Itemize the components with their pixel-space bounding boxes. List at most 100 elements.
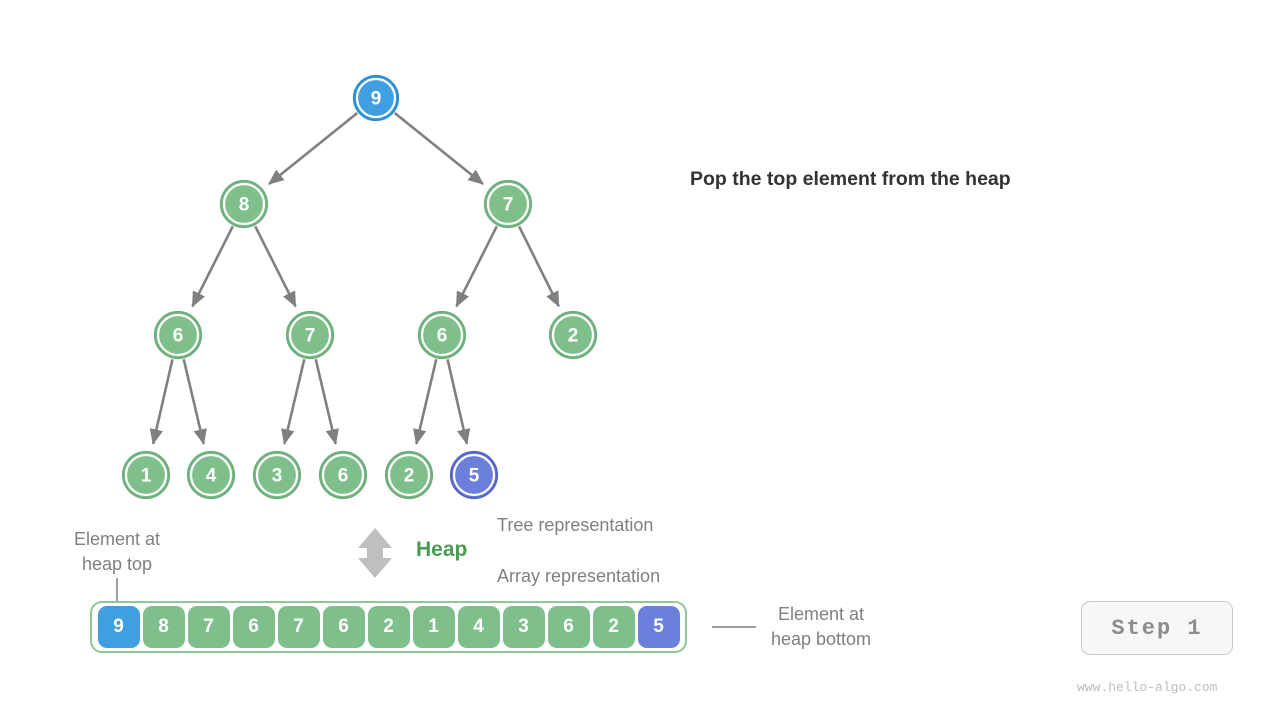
array-cell-value: 6 [248, 616, 259, 637]
tree-node-value: 3 [272, 466, 283, 487]
tree-node-inner-ring [222, 182, 266, 226]
tree-node-circle [449, 450, 499, 500]
tree-node[interactable]: 1 [121, 450, 171, 500]
tree-edge [268, 112, 359, 185]
array-cell[interactable]: 7 [277, 606, 320, 648]
tree-node-inner-ring [321, 453, 365, 497]
array-cell[interactable]: 1 [412, 606, 455, 648]
tree-node-value: 7 [305, 326, 316, 347]
array-cell[interactable]: 4 [457, 606, 500, 648]
tree-node-circle [318, 450, 368, 500]
tree-edge [254, 225, 297, 308]
tree-node-value: 2 [568, 326, 579, 347]
tree-node-value: 9 [371, 89, 382, 110]
tree-node-circle [121, 450, 171, 500]
array-representation-label: Array representation [497, 566, 661, 586]
tree-edge [455, 225, 498, 308]
array-cell-value: 3 [518, 616, 529, 637]
tree-edge [393, 112, 484, 185]
tree-node-value: 6 [338, 466, 349, 487]
heap-bottom-label-line1: Element at [777, 604, 865, 624]
array-cell-value: 2 [608, 616, 619, 637]
tree-node-circle [548, 310, 598, 360]
array-cell-value: 6 [563, 616, 574, 637]
tree-edge [182, 359, 207, 445]
heap-bottom-connector-line [712, 626, 756, 628]
tree-edge [446, 359, 471, 445]
tree-node[interactable]: 9 [352, 74, 400, 122]
tree-node[interactable]: 6 [318, 450, 368, 500]
tree-node-inner-ring [255, 453, 299, 497]
tree-edge [149, 359, 174, 445]
tree-edge [517, 225, 560, 308]
tree-edge [314, 359, 339, 445]
tree-node-inner-ring [420, 313, 464, 357]
tree-node-circle [285, 310, 335, 360]
array-cell[interactable]: 3 [502, 606, 545, 648]
tree-node-inner-ring [124, 453, 168, 497]
array-cell[interactable]: 7 [187, 606, 230, 648]
tree-node-value: 5 [469, 466, 480, 487]
tree-node-inner-ring [486, 182, 530, 226]
tree-edges [149, 112, 560, 445]
array-cell[interactable]: 6 [232, 606, 275, 648]
tree-node[interactable]: 2 [548, 310, 598, 360]
tree-node-inner-ring [452, 453, 496, 497]
array-cell-value: 8 [158, 616, 169, 637]
tree-node-circle [352, 74, 400, 122]
tree-representation-label: Tree representation [497, 515, 654, 535]
tree-node-value: 7 [503, 195, 514, 216]
tree-node[interactable]: 6 [153, 310, 203, 360]
tree-node[interactable]: 8 [219, 179, 269, 229]
array-cell-value: 7 [203, 616, 214, 637]
heap-top-connector-line [116, 578, 118, 606]
array-cell[interactable]: 6 [547, 606, 590, 648]
step-badge: Step 1 [1081, 601, 1233, 655]
array-cell[interactable]: 5 [637, 606, 680, 648]
array-cell[interactable]: 9 [97, 606, 140, 648]
tree-node[interactable]: 2 [384, 450, 434, 500]
tree-node-circle [252, 450, 302, 500]
heap-top-label-line1: Element at [73, 529, 161, 549]
heap-top-label: Element at heap top [52, 527, 182, 577]
tree-node[interactable]: 6 [417, 310, 467, 360]
tree-node-circle [483, 179, 533, 229]
array-cell-value: 9 [113, 616, 124, 637]
tree-node-circle [186, 450, 236, 500]
heap-top-label-line2: heap top [81, 554, 153, 574]
tree-node-inner-ring [156, 313, 200, 357]
array-cell-value: 6 [338, 616, 349, 637]
array-cell[interactable]: 6 [322, 606, 365, 648]
tree-node-value: 8 [239, 195, 250, 216]
tree-node[interactable]: 4 [186, 450, 236, 500]
tree-node[interactable]: 5 [449, 450, 499, 500]
tree-node-circle [384, 450, 434, 500]
tree-node[interactable]: 3 [252, 450, 302, 500]
heap-label: Heap [416, 538, 468, 561]
page-title: Pop the top element from the heap [690, 168, 1011, 190]
array-cell[interactable]: 2 [367, 606, 410, 648]
tree-edge [191, 225, 234, 308]
array-cell-value: 1 [428, 616, 439, 637]
tree-node[interactable]: 7 [483, 179, 533, 229]
heap-bottom-label-line2: heap bottom [770, 629, 872, 649]
tree-edge [281, 359, 306, 445]
tree-node[interactable]: 7 [285, 310, 335, 360]
array-cell[interactable]: 2 [592, 606, 635, 648]
tree-node-circle [417, 310, 467, 360]
tree-edge [413, 359, 438, 445]
array-cell-value: 5 [653, 616, 664, 637]
array-cell-value: 7 [293, 616, 304, 637]
heap-bottom-label: Element at heap bottom [748, 602, 894, 652]
tree-node-value: 6 [437, 326, 448, 347]
watermark: www.hello-algo.com [1077, 680, 1218, 695]
tree-node-circle [219, 179, 269, 229]
tree-node-inner-ring [387, 453, 431, 497]
array-cell-value: 4 [473, 616, 484, 637]
array-cell[interactable]: 8 [142, 606, 185, 648]
tree-node-circle [153, 310, 203, 360]
tree-node-inner-ring [355, 77, 397, 119]
